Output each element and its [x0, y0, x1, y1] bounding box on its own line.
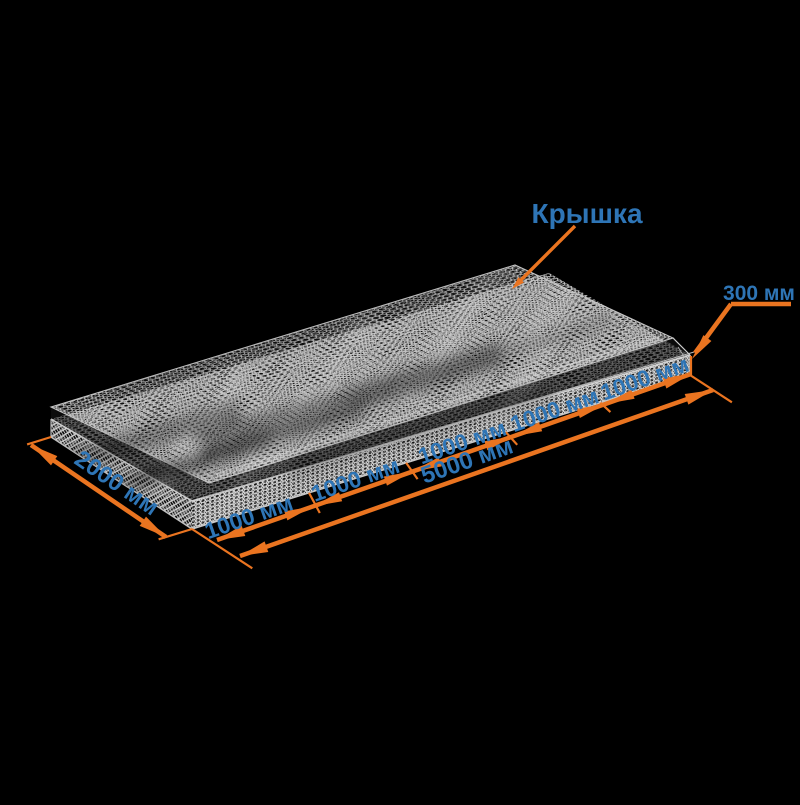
svg-text:Крышка: Крышка — [531, 198, 642, 229]
svg-text:300 мм: 300 мм — [723, 282, 795, 305]
